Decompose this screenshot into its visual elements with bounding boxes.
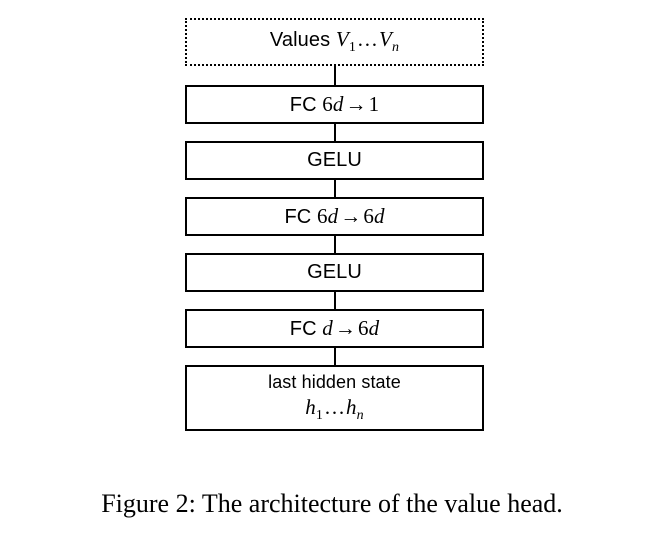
fc3-prefix-text: FC — [289, 318, 317, 340]
fc3-out-var: d — [368, 316, 380, 340]
fc2-out-coef: 6 — [363, 204, 374, 228]
fc2-in-var: d — [327, 204, 339, 228]
fc1-in-coef: 6 — [322, 92, 333, 116]
fc3-out-coef: 6 — [358, 316, 369, 340]
hidden-var-h: h — [305, 395, 316, 420]
fc2-out-var: d — [373, 204, 385, 228]
node-gelu-2-label: GELU — [307, 149, 362, 171]
fc3-in-var: d — [322, 316, 333, 340]
fc2-in-coef: 6 — [317, 204, 328, 228]
hidden-sub-n: n — [356, 408, 364, 424]
fc-prefix-text: FC — [289, 94, 317, 116]
hidden-var-h-last: h — [346, 395, 357, 420]
connector-fc2-to-gelu1 — [185, 236, 484, 253]
values-var-V: V — [335, 27, 349, 52]
node-fc-6d-to-6d-label: FC 6d→6d — [284, 204, 384, 229]
node-fc-6d-to-1: FC 6d→1 — [185, 85, 484, 124]
node-last-hidden-state: last hidden state h1…hn — [185, 365, 484, 431]
values-ellipsis: … — [356, 27, 379, 52]
fc3-arrow-icon: → — [334, 316, 357, 340]
connector-gelu1-to-fc3 — [185, 292, 484, 309]
connector-gelu2-to-fc2 — [185, 180, 484, 197]
node-fc-d-to-6d-label: FC d→6d — [290, 316, 379, 341]
node-values: Values V1…Vn — [185, 18, 484, 66]
node-last-hidden-state-label: last hidden state — [268, 371, 401, 392]
node-fc-6d-to-1-label: FC 6d→1 — [290, 92, 379, 117]
values-sub-1: 1 — [348, 40, 356, 56]
values-var-V-last: V — [379, 27, 392, 52]
fc2-prefix-text: FC — [284, 206, 312, 228]
connector-fc1-to-gelu2 — [185, 124, 484, 141]
node-fc-d-to-6d: FC d→6d — [185, 309, 484, 348]
values-prefix-text: Values — [269, 29, 331, 52]
values-sub-n: n — [391, 40, 400, 56]
node-fc-6d-to-6d: FC 6d→6d — [185, 197, 484, 236]
node-values-label: Values V1…Vn — [270, 27, 399, 56]
fc1-in-var: d — [332, 92, 344, 116]
fc1-out-coef: 1 — [368, 92, 380, 116]
connector-values-to-fc1 — [185, 66, 484, 85]
node-gelu-1: GELU — [185, 253, 484, 292]
node-gelu-1-label: GELU — [307, 261, 362, 283]
fc1-arrow-icon: → — [345, 92, 367, 116]
figure-caption: Figure 2: The architecture of the value … — [101, 489, 563, 518]
hidden-ellipsis: … — [323, 395, 346, 420]
node-gelu-2: GELU — [185, 141, 484, 180]
connector-fc3-to-hidden — [185, 348, 484, 365]
architecture-flow-diagram: Values V1…Vn FC 6d→1 GELU FC 6d→6d — [185, 18, 484, 431]
fc2-arrow-icon: → — [340, 204, 362, 228]
node-last-hidden-state-math: h1…hn — [305, 395, 364, 424]
hidden-sub-1: 1 — [315, 408, 323, 424]
